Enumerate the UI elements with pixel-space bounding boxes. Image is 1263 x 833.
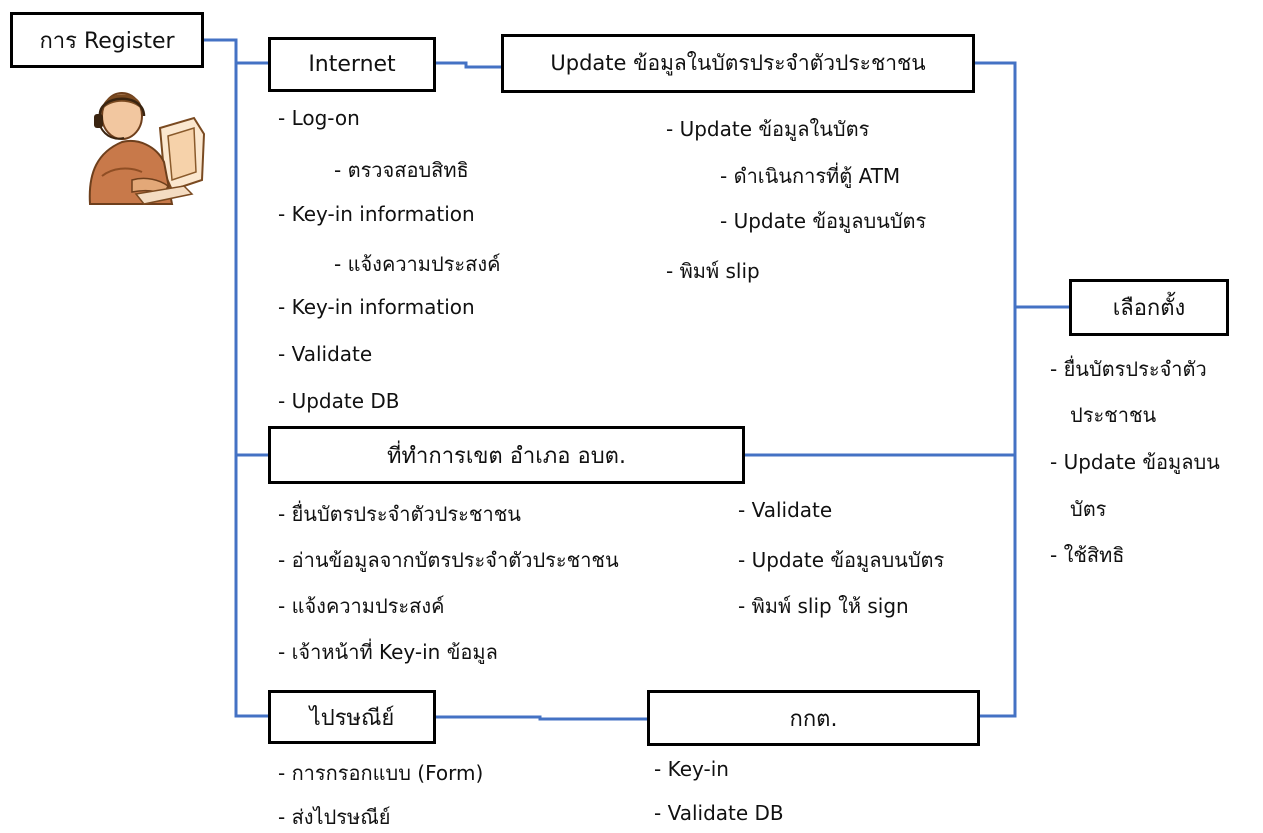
list-item: - Log-on xyxy=(278,106,360,130)
list-item: - การกรอกแบบ (Form) xyxy=(278,761,484,785)
post-label: ไปรษณีย์ xyxy=(309,705,395,731)
ect-label: กกต. xyxy=(789,706,838,732)
list-item: - Validate xyxy=(738,498,833,522)
list-item: - ยื่นบัตรประจำตัว xyxy=(1050,357,1207,381)
list-item: - Key-in information xyxy=(278,295,475,319)
update-card-label: Update ข้อมูลในบัตรประจำตัวประชาชน xyxy=(550,51,926,75)
register-box: การ Register xyxy=(10,12,204,68)
list-item: บัตร xyxy=(1070,497,1107,521)
connector-internet-update xyxy=(436,61,501,69)
list-item: - พิมพ์ slip ให้ sign xyxy=(738,594,909,618)
list-item: - Update ข้อมูลในบัตร xyxy=(666,117,870,141)
list-item: - Validate xyxy=(278,342,373,366)
ect-box: กกต. xyxy=(647,690,980,746)
list-item: - อ่านข้อมูลจากบัตรประจำตัวประชาชน xyxy=(278,548,619,572)
internet-label: Internet xyxy=(308,52,396,77)
list-item: - Key-in xyxy=(654,757,729,781)
list-item: - Update ข้อมูลบน xyxy=(1050,450,1220,474)
update-card-box: Update ข้อมูลในบัตรประจำตัวประชาชน xyxy=(501,34,975,93)
list-item: ประชาชน xyxy=(1070,403,1157,427)
list-item: - Update ข้อมูลบนบัตร xyxy=(738,548,945,572)
list-item: - Validate DB xyxy=(654,801,784,825)
list-item: - แจ้งความประสงค์ xyxy=(278,594,445,618)
post-box: ไปรษณีย์ xyxy=(268,690,436,744)
connector-update-right xyxy=(975,61,1017,718)
list-item: - เจ้าหน้าที่ Key-in ข้อมูล xyxy=(278,640,498,664)
list-item: - ตรวจสอบสิทธิ xyxy=(334,158,469,182)
list-item: - แจ้งความประสงค์ xyxy=(334,252,501,276)
list-item: - ยื่นบัตรประจำตัวประชาชน xyxy=(278,502,521,526)
office-label: ที่ทำการเขต อำเภอ อบต. xyxy=(387,443,626,469)
list-item: - ใช้สิทธิ xyxy=(1050,543,1125,567)
connector-register-trunk xyxy=(204,38,268,718)
list-item: - Key-in information xyxy=(278,202,475,226)
connector-post-ect xyxy=(436,715,647,721)
register-label: การ Register xyxy=(39,28,175,54)
election-label: เลือกตั้ง xyxy=(1112,296,1186,321)
person-at-computer-icon xyxy=(88,92,206,205)
list-item: - Update ข้อมูลบนบัตร xyxy=(720,209,927,233)
internet-box: Internet xyxy=(268,37,436,92)
election-box: เลือกตั้ง xyxy=(1069,279,1229,336)
list-item: - พิมพ์ slip xyxy=(666,259,760,283)
list-item: - ดำเนินการที่ตู้ ATM xyxy=(720,164,901,188)
office-box: ที่ทำการเขต อำเภอ อบต. xyxy=(268,426,745,484)
list-item: - ส่งไปรษณีย์ xyxy=(278,805,391,829)
list-item: - Update DB xyxy=(278,389,400,413)
